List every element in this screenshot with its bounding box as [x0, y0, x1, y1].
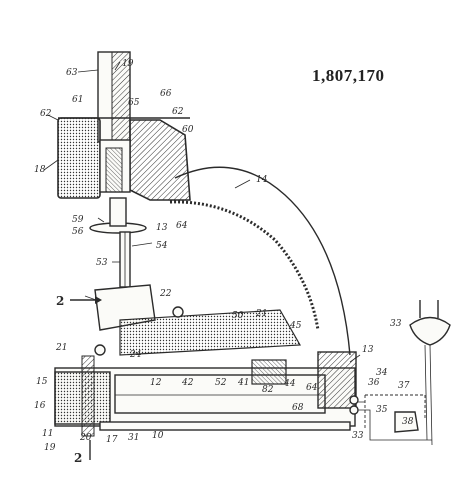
label-18: 18 — [34, 165, 46, 175]
label-53: 53 — [96, 258, 108, 268]
knob-22 — [172, 306, 184, 318]
switch-box-37 — [364, 394, 426, 430]
tray-50 — [119, 309, 302, 356]
label-42: 42 — [181, 378, 194, 388]
label-41: 41 — [237, 378, 249, 388]
label-21: 21 — [255, 309, 267, 319]
terminal-36 — [349, 405, 359, 415]
label-50: 50 — [232, 311, 244, 321]
base-floor-10 — [99, 421, 351, 431]
label-45: 45 — [289, 321, 302, 331]
label-35: 35 — [376, 405, 388, 415]
cord — [424, 344, 433, 446]
label-13: 13 — [156, 223, 168, 233]
label-16: 16 — [34, 401, 46, 411]
label-31: 31 — [128, 433, 139, 443]
label-52: 52 — [215, 378, 227, 388]
label-36: 36 — [368, 378, 380, 388]
label-19-base: 19 — [44, 443, 56, 453]
label-62: 62 — [40, 109, 52, 119]
coil-housing-right — [129, 119, 191, 201]
terminal-34 — [349, 395, 359, 405]
label-62-right: 62 — [172, 107, 184, 117]
coil-housing-left — [57, 117, 101, 199]
base-bolt — [81, 355, 95, 437]
label-19: 19 — [122, 59, 134, 69]
label-20: 20 — [79, 433, 92, 443]
label-66: 66 — [160, 89, 172, 99]
label-59: 59 — [72, 215, 84, 225]
label-11: 11 — [42, 429, 53, 439]
label-64-base: 64 — [306, 383, 318, 393]
label-60: 60 — [182, 125, 194, 135]
label-10: 10 — [152, 431, 164, 441]
label-68: 68 — [292, 403, 304, 413]
label-24: 24 — [129, 350, 142, 360]
patent-number: 1,807,170 — [312, 66, 385, 85]
label-14: 14 — [256, 175, 268, 185]
label-38: 38 — [402, 417, 414, 427]
stem-upper — [109, 197, 127, 227]
frame-arc-inner — [169, 200, 320, 331]
label-33-base: 33 — [352, 431, 364, 441]
label-22: 22 — [159, 289, 172, 299]
label-34: 34 — [376, 368, 388, 378]
label-section-2-bottom: 2 — [74, 451, 82, 465]
label-12: 12 — [150, 378, 162, 388]
plug-body — [409, 316, 451, 346]
base-inner-plate — [114, 374, 326, 414]
label-17: 17 — [106, 435, 118, 445]
contact-block-41 — [251, 359, 287, 385]
label-61: 61 — [72, 95, 83, 105]
label-15: 15 — [36, 377, 48, 387]
label-56: 56 — [72, 227, 84, 237]
frame-arc — [174, 166, 351, 356]
label-44: 44 — [283, 379, 296, 389]
label-21-bolt: 21 — [55, 343, 67, 353]
label-37: 37 — [398, 381, 410, 391]
leader-lines — [43, 61, 361, 363]
label-63: 63 — [66, 68, 78, 78]
label-64: 64 — [176, 221, 188, 231]
label-section-2-top: 2 — [56, 294, 64, 308]
label-82: 82 — [262, 385, 274, 395]
screw-21 — [94, 344, 106, 356]
label-65: 65 — [128, 98, 140, 108]
label-33-plug: 33 — [390, 319, 402, 329]
label-13-base: 13 — [362, 345, 374, 355]
plunger — [105, 147, 123, 193]
switch-38 — [394, 411, 419, 433]
wire-to-base — [356, 401, 432, 441]
label-54: 54 — [156, 241, 168, 251]
section-arrow-top — [95, 296, 102, 304]
